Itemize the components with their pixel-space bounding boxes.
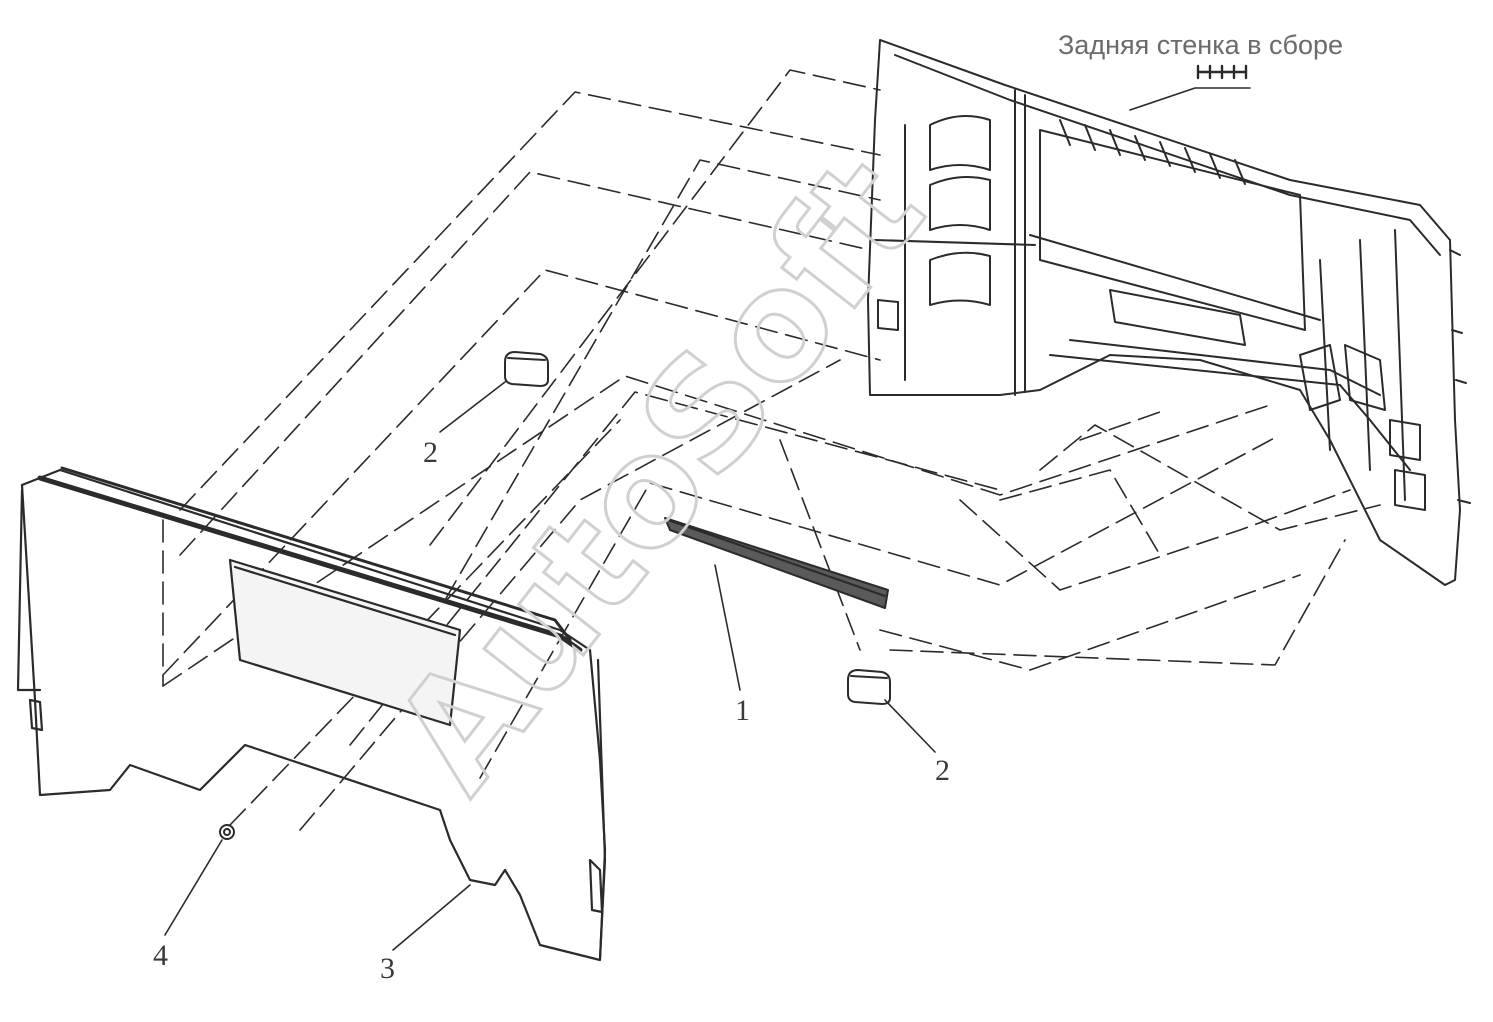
part-2-clip-lower [847,669,891,705]
part-1-strip [664,517,889,609]
callout-4: 4 [153,939,168,972]
chinese-label-glyphs [1196,64,1248,80]
callout-3: 3 [380,952,395,985]
watermark: AutoSoft [361,127,957,822]
callout-2-upper: 2 [423,436,438,469]
part-4-fastener [219,824,235,840]
callout-1: 1 [735,694,750,727]
part-3-rear-trim-panel [16,466,607,962]
assembly-title: Задняя стенка в сборе [1058,30,1344,60]
callout-2-lower: 2 [935,754,950,787]
part-2-clip-upper [504,351,549,387]
assembly-label-leader [1129,87,1251,111]
rear-wall-assembly [867,39,1471,586]
callout-leaders [164,381,936,951]
